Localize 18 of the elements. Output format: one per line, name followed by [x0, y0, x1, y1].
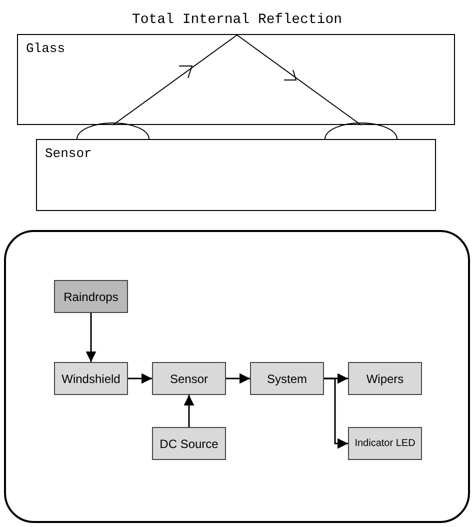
diagram-title: Total Internal Reflection: [130, 12, 344, 28]
arrow: [226, 373, 250, 384]
sensor-block: [36, 139, 436, 211]
arrow: [184, 395, 194, 427]
glass-block: [17, 34, 455, 125]
arrow: [324, 378, 348, 449]
process-box: Sensor: [152, 362, 226, 395]
block-label: Glass: [26, 41, 66, 56]
process-box: System: [250, 362, 324, 395]
arrow: [86, 313, 96, 362]
process-box: Windshield: [54, 362, 128, 395]
process-box: Raindrops: [54, 280, 128, 313]
process-box: Wipers: [348, 362, 422, 395]
arrow: [128, 373, 152, 384]
process-box: DC Source: [152, 427, 226, 460]
process-box: Indicator LED: [348, 427, 422, 460]
block-label: Sensor: [45, 146, 92, 161]
rounded-panel: [4, 230, 470, 523]
